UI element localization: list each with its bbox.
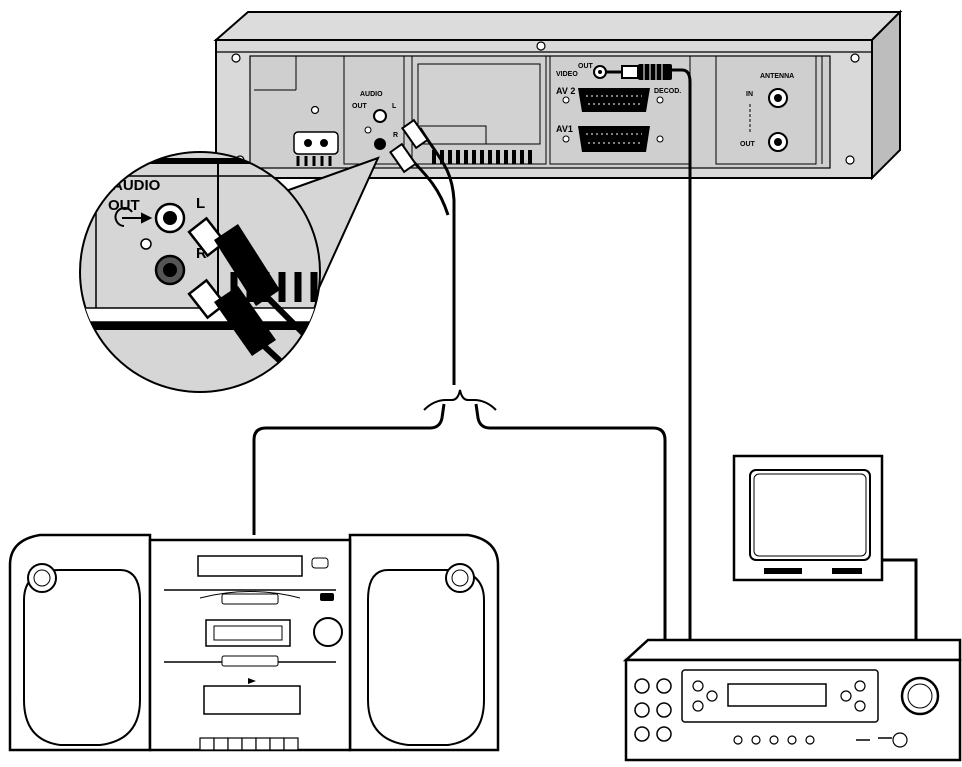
tv-to-receiver-cable: [880, 558, 918, 640]
vcr-audio-label: AUDIO: [360, 91, 383, 98]
receiver-display: [727, 683, 827, 707]
television: [732, 454, 884, 582]
audio-cable-to-hifi: [252, 403, 446, 535]
video-plug-icon: [606, 64, 672, 80]
audio-out-left-jack[interactable]: [373, 109, 387, 123]
vcr-antenna-out-label: OUT: [740, 141, 756, 148]
vcr-audio-out-label: OUT: [352, 103, 368, 110]
vcr-antenna-in-label: IN: [746, 91, 753, 98]
cd-tray: [197, 555, 303, 577]
vcr-decoder-label: DECOD.: [654, 88, 681, 95]
cable-split-bracket: [423, 389, 497, 411]
power-socket-icon: [293, 131, 339, 166]
audio-out-right-jack[interactable]: [374, 138, 386, 150]
vcr-unit: AUDIO OUT L R VIDEO OUT AV 2 DECOD. AV1 …: [213, 9, 903, 181]
inset-out-label: OUT: [108, 197, 140, 214]
vent-grille: [432, 150, 532, 164]
vcr-av1-label: AV1: [556, 124, 573, 134]
vcr-video-out-label: OUT: [578, 63, 594, 70]
rca-plug-icon: [388, 118, 430, 174]
tv-screen: [749, 469, 871, 561]
inset-right-label: R: [196, 245, 207, 262]
volume-knob: [313, 617, 343, 647]
inset-left-label: L: [196, 195, 205, 212]
receiver-volume-knob: [900, 676, 940, 716]
vcr-antenna-label: ANTENNA: [760, 73, 794, 80]
hifi-system: [8, 533, 500, 752]
scart-av1-socket[interactable]: [578, 126, 650, 152]
left-speaker: [23, 569, 141, 746]
scart-av2-socket[interactable]: [578, 88, 650, 112]
inset-audio-label: AUDIO: [112, 177, 161, 194]
audio-cable-to-receiver: [474, 403, 667, 640]
audio-receiver: [622, 638, 962, 762]
vcr-video-label: VIDEO: [556, 71, 578, 78]
vcr-av2-label: AV 2: [556, 86, 575, 96]
vcr-audio-left-label: L: [392, 103, 397, 110]
zoom-callout: AUDIO OUT L R: [79, 151, 380, 393]
screw-icon: [231, 41, 860, 165]
output-arrow-icon: [114, 207, 153, 227]
right-speaker: [367, 569, 485, 746]
vcr-audio-right-label: R: [393, 132, 398, 139]
cassette-deck: [203, 685, 301, 715]
video-cable: [672, 68, 692, 640]
